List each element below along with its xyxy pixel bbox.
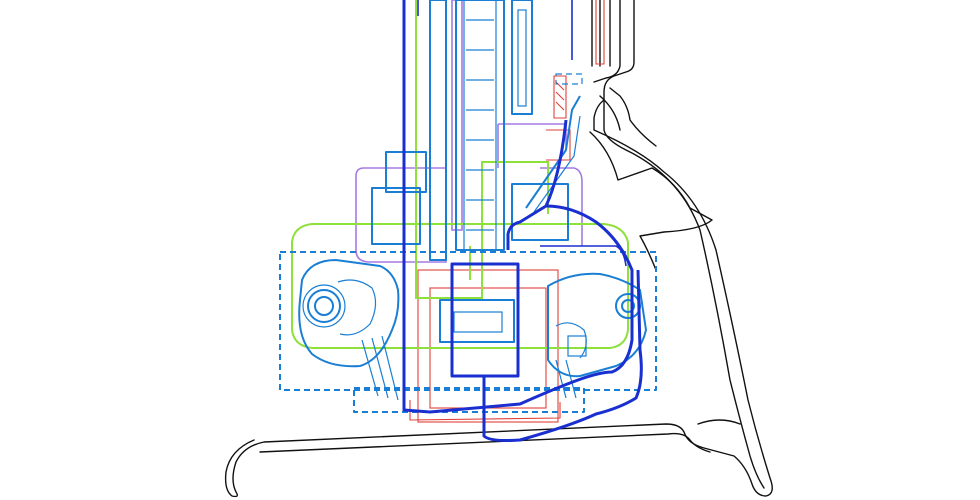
- center-block-inner: [453, 311, 503, 333]
- left-bushing-ring: [302, 284, 346, 328]
- dark-center-frame: [450, 262, 520, 378]
- blue-top-bracket: [555, 73, 583, 85]
- blue-right-rail-inner: [517, 9, 527, 107]
- blue-column-inner: [463, 0, 497, 251]
- inner-floor-line: [697, 419, 741, 425]
- dark-blue-layer: [402, 0, 643, 442]
- right-lower-ribs: [555, 359, 577, 399]
- blue-dashed-envelope: [279, 251, 657, 391]
- blue-column-outer: [455, 0, 505, 251]
- panel-rib: [599, 87, 657, 147]
- blue-left-cap: [385, 151, 427, 193]
- inner-body-outline: [593, 0, 765, 489]
- panel-curve: [589, 131, 713, 271]
- dark-lower-loop: [482, 269, 643, 442]
- red-post: [595, 0, 605, 65]
- floor-outline: [259, 432, 711, 453]
- right-mount-pocket: [567, 335, 587, 357]
- left-mount-inner-curve: [337, 279, 377, 336]
- right-mount-body: [547, 272, 647, 378]
- green-column: [415, 0, 549, 299]
- right-bushing-inner: [621, 299, 635, 313]
- right-mount-inner-curve: [555, 322, 587, 359]
- dark-upper-arm: [506, 119, 568, 250]
- part-blue-layer: [279, 0, 657, 413]
- dark-shelf: [540, 245, 627, 267]
- left-bushing-inner: [314, 296, 334, 316]
- blue-diagonal-strut: [525, 95, 581, 209]
- blue-diagonal-strut-inner: [533, 115, 581, 213]
- green-main-box: [291, 223, 629, 349]
- purple-left-block: [355, 167, 447, 263]
- purple-layer: [355, 0, 583, 263]
- outline-black-layer: [224, 0, 773, 498]
- center-block: [439, 299, 515, 343]
- blue-right-upper-block: [511, 183, 569, 241]
- left-bushing-outer: [307, 289, 341, 323]
- blue-left-upper-block: [371, 187, 421, 245]
- left-lower-ribs: [361, 335, 399, 401]
- blue-left-rail: [429, 0, 447, 261]
- blue-right-rail: [511, 0, 533, 115]
- dark-main-contour: [402, 0, 634, 414]
- blue-dashed-lower: [353, 387, 585, 413]
- blue-column-ribs: [466, 19, 494, 231]
- red-frame: [417, 269, 559, 423]
- outer-body-outline: [224, 0, 773, 498]
- red-hatched-bracket: [553, 75, 567, 119]
- left-mount-body: [298, 259, 400, 368]
- vertical-post: [591, 0, 611, 67]
